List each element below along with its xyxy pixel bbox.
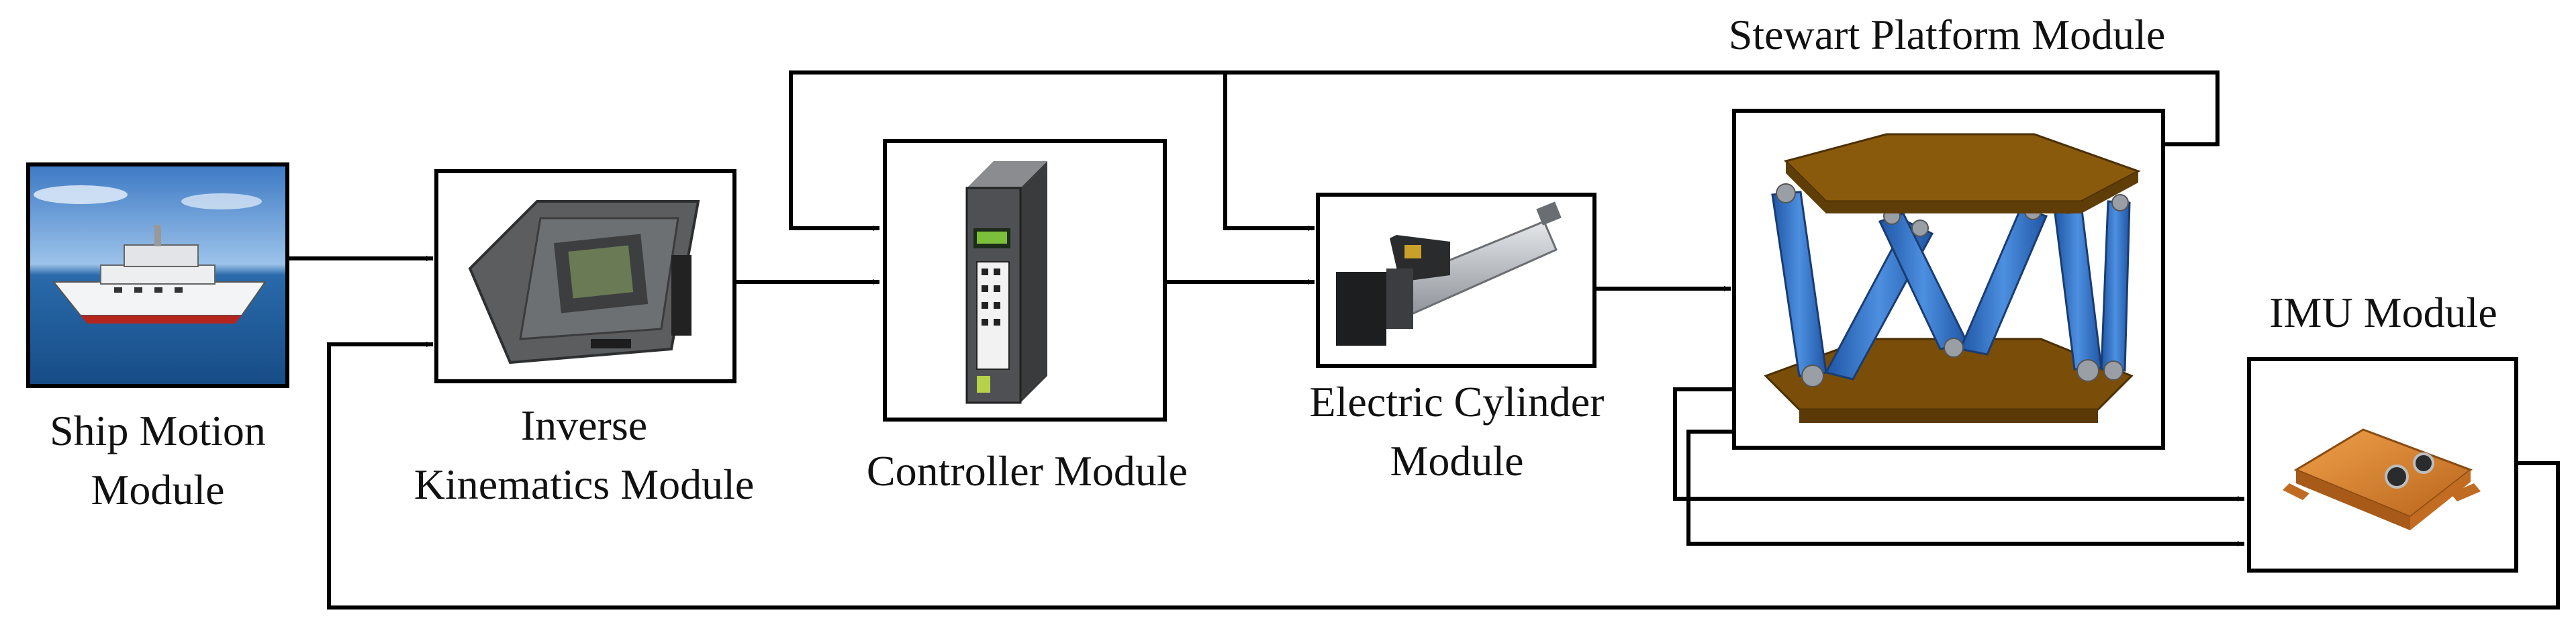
connections (287, 70, 2560, 610)
arrow-stewart-to-imu-2 (1673, 387, 2244, 501)
inverse-kinematics-label: Inverse Kinematics Module (376, 396, 792, 514)
linear-actuator-icon (1336, 201, 1562, 346)
electric-cylinder-block (1316, 193, 1596, 368)
inverse-kinematics-block (434, 169, 736, 383)
ship-motion-block (26, 162, 289, 388)
imu-block (2247, 357, 2518, 573)
stewart-platform-block (1732, 109, 2165, 450)
ship-motion-label: Ship Motion Module (13, 401, 302, 520)
ship-motion-label-line2: Module (91, 466, 225, 514)
servo-drive-icon (965, 161, 1047, 404)
electric-cylinder-label: Electric Cylinder Module (1255, 373, 1658, 491)
feedback-stewart-to-controller (789, 70, 2220, 231)
imu-label: IMU Module (2209, 283, 2558, 342)
controller-label: Controller Module (826, 442, 1229, 501)
imu-sensor-icon (2283, 428, 2481, 530)
inverse-kinematics-label-line1: Inverse (520, 401, 648, 449)
stewart-platform-icon (1764, 133, 2141, 423)
controller-block (883, 139, 1167, 422)
electric-cylinder-label-line2: Module (1390, 437, 1524, 485)
feedback-imu-to-ik (327, 342, 2560, 610)
imu-label-text: IMU Module (2269, 289, 2497, 336)
stewart-platform-label-text: Stewart Platform Module (1728, 11, 2166, 58)
stewart-platform-label: Stewart Platform Module (1645, 5, 2249, 64)
controller-label-text: Controller Module (866, 447, 1188, 495)
feedback-stewart-to-cylinder (1223, 72, 1315, 231)
arrow-stewart-to-imu-1 (1686, 430, 2244, 546)
ship-photo-icon (34, 185, 267, 324)
daq-device-icon (468, 200, 700, 364)
inverse-kinematics-label-line2: Kinematics Module (414, 460, 755, 508)
ship-motion-label-line1: Ship Motion (50, 407, 266, 454)
electric-cylinder-label-line1: Electric Cylinder (1309, 378, 1605, 426)
